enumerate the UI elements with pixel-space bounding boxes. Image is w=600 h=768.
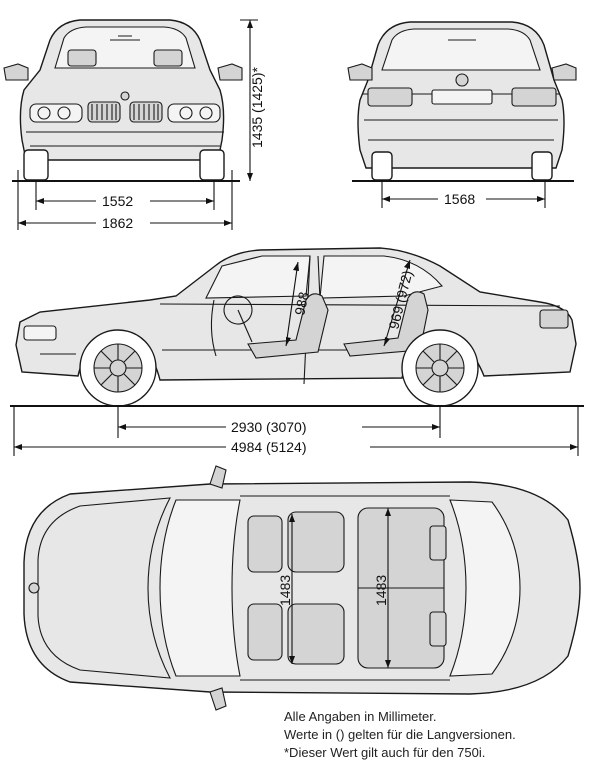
front-view bbox=[3, 19, 243, 182]
front-height-dimension: 1435 (1425)* bbox=[240, 19, 265, 181]
interior-width-front-label: 1483 bbox=[277, 575, 293, 606]
overall-width-label: 1862 bbox=[102, 215, 133, 231]
wheelbase-label: 2930 (3070) bbox=[231, 419, 307, 435]
rear-view bbox=[347, 21, 577, 182]
rear-track-label: 1568 bbox=[444, 191, 475, 207]
front-wheel bbox=[79, 329, 157, 407]
rear-wheel bbox=[401, 329, 479, 407]
note-line-1: Alle Angaben in Millimeter. bbox=[284, 709, 437, 724]
side-view bbox=[10, 247, 584, 407]
note-line-2: Werte in () gelten für die Langversionen… bbox=[284, 727, 516, 742]
rear-track-dimension: 1568 bbox=[381, 180, 546, 208]
note-line-3: *Dieser Wert gilt auch für den 750i. bbox=[284, 745, 486, 760]
length-dimensions: 2930 (3070) 4984 (5124) bbox=[13, 406, 579, 456]
overall-length-label: 4984 (5124) bbox=[231, 439, 307, 455]
front-track-label: 1552 bbox=[102, 193, 133, 209]
top-view bbox=[23, 465, 581, 711]
front-width-dimensions: 1552 1862 bbox=[17, 170, 233, 231]
interior-width-rear-label: 1483 bbox=[373, 575, 389, 606]
headroom-front-label: 988 bbox=[291, 290, 312, 316]
interior-width-dimensions: 1483 1483 bbox=[277, 508, 391, 668]
front-height-label: 1435 (1425)* bbox=[249, 66, 265, 148]
